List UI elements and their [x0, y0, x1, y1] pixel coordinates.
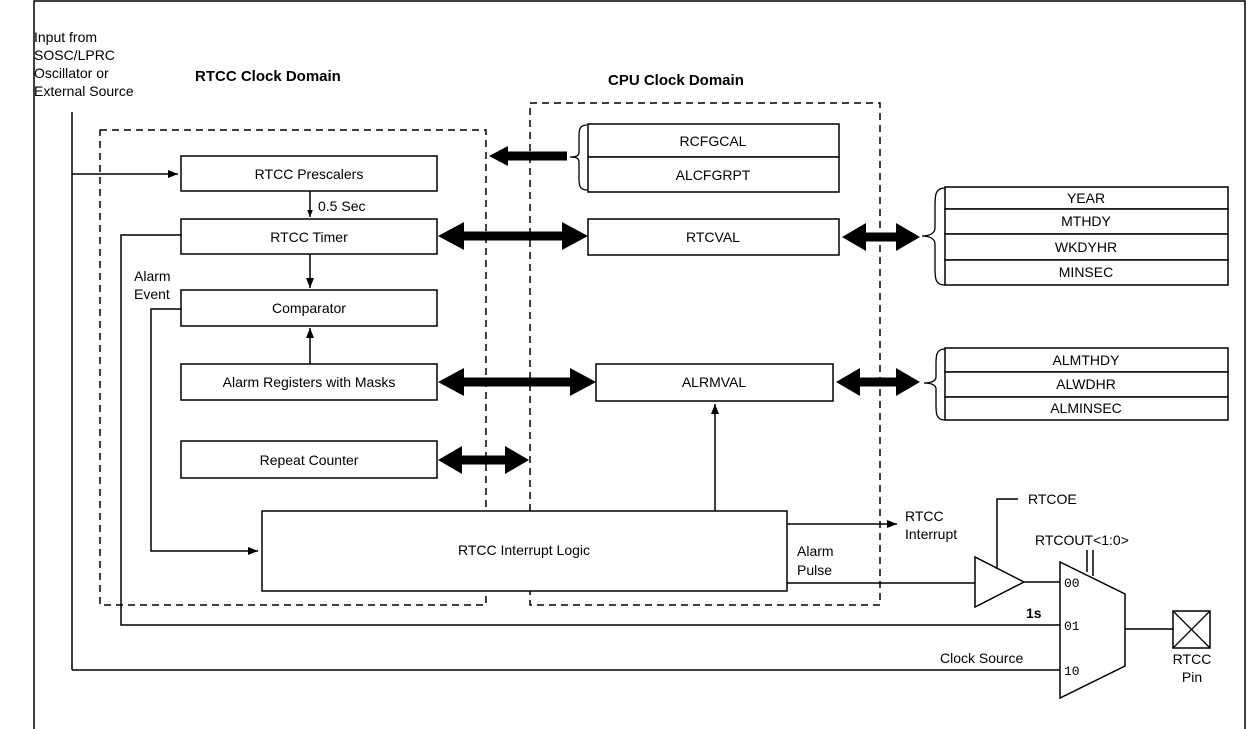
rtcval-registers-bus-arrow: [842, 223, 920, 251]
comparator-block: [180, 289, 438, 327]
rtcval-wkdyhr-label: WKDYHR: [1055, 239, 1117, 255]
alrmval-alwdhr-label: ALWDHR: [1056, 376, 1116, 392]
rtcoe-line: [996, 498, 1018, 569]
rtcc-interrupt-label-2: Interrupt: [905, 526, 957, 542]
output-buffer: [974, 555, 1026, 609]
timer-rtcval-bus-arrow: [438, 222, 588, 250]
interrupt-logic-label: RTCC Interrupt Logic: [458, 542, 590, 558]
rtcval-label: RTCVAL: [686, 229, 740, 245]
output-multiplexer: [1059, 560, 1126, 700]
alrmval-label: ALRMVAL: [682, 374, 747, 390]
alrmval-almthdy-register: [944, 347, 1229, 373]
alarm-registers-label: Alarm Registers with Masks: [223, 374, 396, 390]
rtcval-minsec-register: [944, 259, 1229, 286]
alarm-event-line: [150, 308, 258, 555]
mux-input-10: 10: [1064, 664, 1080, 679]
rtcc-pin-label-2: Pin: [1182, 669, 1202, 685]
interrupt-logic-block: [261, 510, 788, 592]
cpu-domain-boundary: [529, 102, 881, 606]
alrmval-alminsec-register: [944, 396, 1229, 421]
rcfg-bus-arrow: [489, 146, 567, 166]
alrmval-register: [595, 363, 834, 402]
alarm-registers-block: [180, 363, 438, 401]
alrmval-registers-bus-arrow: [836, 368, 920, 396]
repeat-counter-label: Repeat Counter: [260, 452, 359, 468]
alrmval-brace: [923, 348, 946, 421]
mux-input-00: 00: [1064, 576, 1080, 591]
timer-label: RTCC Timer: [270, 229, 348, 245]
rcfgcal-register: [587, 123, 840, 158]
rtcc-domain-title: RTCC Clock Domain: [195, 68, 341, 85]
rtcval-year-label: YEAR: [1067, 190, 1105, 206]
comparator-label: Comparator: [272, 300, 346, 316]
rtcval-mthdy-register: [944, 208, 1229, 235]
input-source-label-4: External Source: [34, 83, 134, 99]
alarm-alrmval-bus-arrow: [438, 368, 596, 396]
rtcc-pin-cross-b: [1172, 610, 1211, 649]
alarm-event-label-2: Event: [134, 286, 170, 302]
mux-input-01: 01: [1064, 619, 1080, 634]
alarm-event-label-1: Alarm: [134, 268, 171, 284]
rcfg-brace: [569, 124, 588, 191]
clock-source-label: Clock Source: [940, 650, 1023, 666]
rtcval-minsec-label: MINSEC: [1059, 264, 1113, 280]
alrmval-almthdy-label: ALMTHDY: [1053, 352, 1121, 368]
input-source-label-2: SOSC/LPRC: [34, 47, 115, 63]
rtcoe-label: RTCOE: [1028, 491, 1077, 507]
alcfgrpt-label: ALCFGRPT: [676, 167, 751, 183]
rtcout-label: RTCOUT<1:0>: [1035, 532, 1129, 548]
figure-border: [33, 0, 1246, 729]
repeat-counter-bus-arrow: [438, 446, 529, 474]
alrmval-alminsec-label: ALMINSEC: [1050, 400, 1122, 416]
one-second-line: [120, 234, 1060, 626]
alarm-pulse-label-2: Pulse: [797, 562, 832, 578]
alarm-pulse-label-1: Alarm: [797, 543, 834, 559]
prescalers-block: [180, 155, 438, 192]
one-second-label: 1s: [1026, 605, 1042, 621]
cpu-domain-title: CPU Clock Domain: [608, 72, 744, 89]
rcfgcal-label: RCFGCAL: [680, 133, 747, 149]
alcfgrpt-register: [587, 156, 840, 193]
prescalers-label: RTCC Prescalers: [255, 166, 364, 182]
half-second-label: 0.5 Sec: [318, 198, 365, 214]
input-source-label-1: Input from: [34, 29, 97, 45]
rtcval-mthdy-label: MTHDY: [1061, 213, 1111, 229]
repeat-counter-block: [180, 440, 438, 479]
input-source-label-3: Oscillator or: [34, 65, 109, 81]
rtcval-register: [587, 218, 840, 256]
alrmval-alwdhr-register: [944, 371, 1229, 398]
rtcval-brace: [921, 187, 946, 286]
timer-block: [180, 218, 438, 255]
rtcc-domain-boundary: [99, 129, 487, 606]
rtcc-interrupt-label-1: RTCC: [905, 508, 944, 524]
rtcc-pin-label-1: RTCC: [1173, 651, 1212, 667]
